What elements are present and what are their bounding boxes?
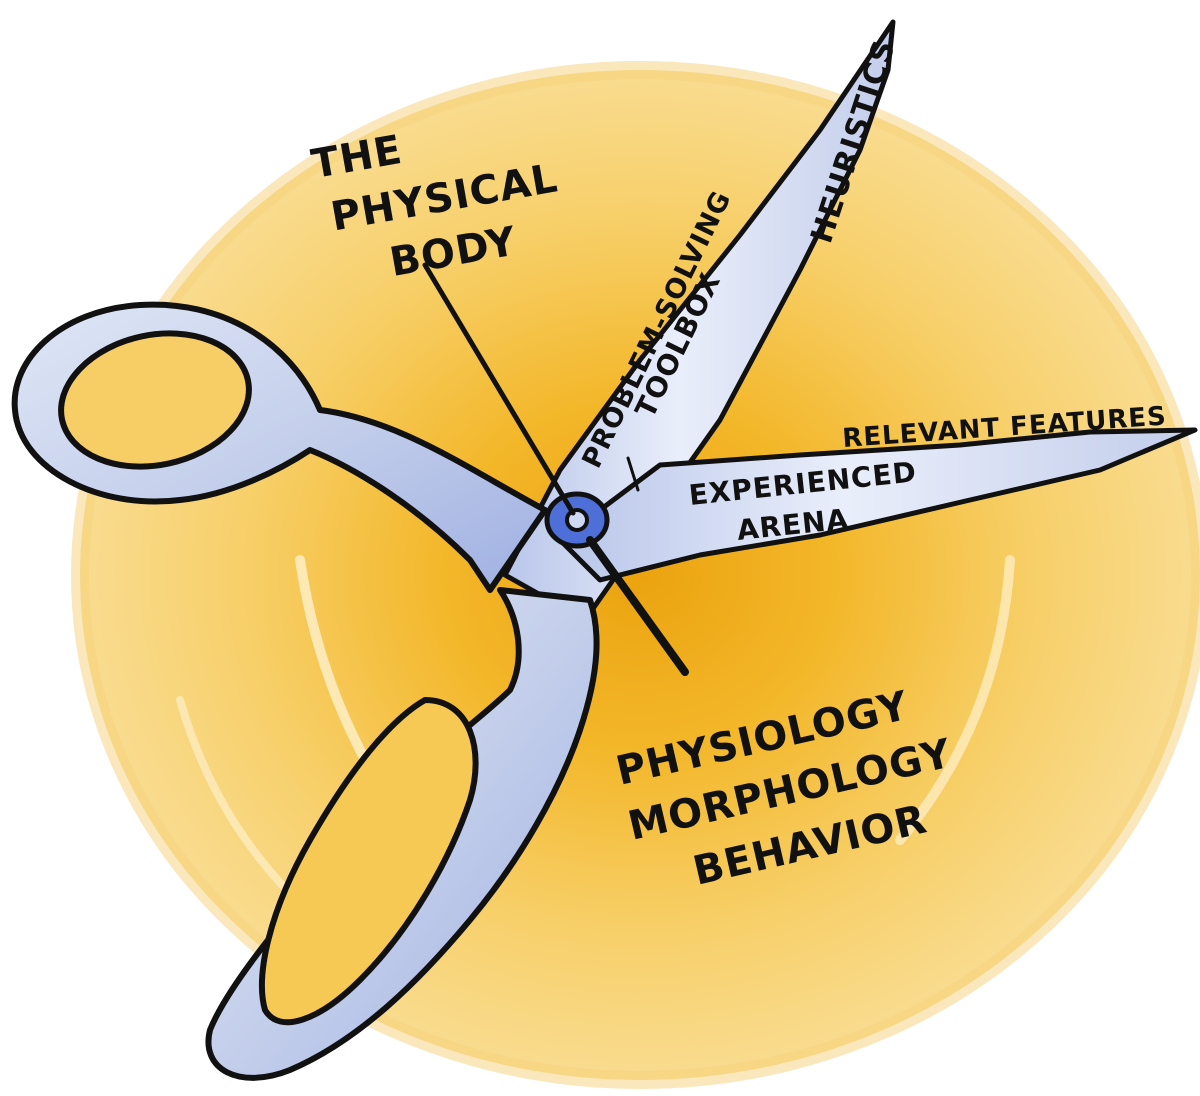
background-circle: [71, 61, 1200, 1089]
pivot-screw-icon: [544, 491, 610, 549]
leader-lines: [422, 262, 689, 676]
physical-body-leader: [422, 262, 576, 516]
physiology-leader: [586, 536, 689, 676]
lower-blade: [557, 427, 1198, 583]
lower-handle-hole: [259, 697, 479, 1026]
toolbox-leader: [626, 456, 640, 492]
upper-handle-hole: [58, 330, 252, 470]
scissors-icon: [11, 19, 1198, 1081]
